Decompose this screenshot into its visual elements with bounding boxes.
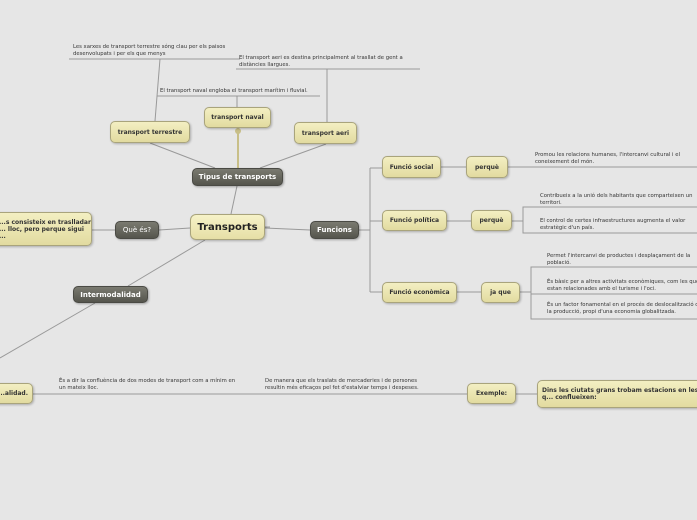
topic-funcio-social[interactable]: Funció social <box>382 156 441 178</box>
note-politica-1: Contribueix a la unió dels habitants que… <box>540 193 693 206</box>
note-naval: El transport naval engloba el transport … <box>160 88 308 94</box>
topic-transport-aeri[interactable]: transport aeri <box>294 122 357 144</box>
note-economica-1: Permet l'intercanvi de productes i despl… <box>547 253 691 266</box>
central-topic[interactable]: Transports <box>190 214 265 240</box>
note-politica-2: El control de certes infraestructures au… <box>540 218 686 231</box>
note-que-es[interactable]: ...s consisteix en traslladar ... lloc, … <box>0 212 92 246</box>
topic-funcio-politica[interactable]: Funció política <box>382 210 447 231</box>
note-intermodalitat-2: De manera que els traslats de mercaderie… <box>265 378 419 391</box>
topic-intermodalitat[interactable]: Intermodalidad <box>73 286 148 303</box>
note-social: Promou les relacions humanes, l'intercan… <box>535 152 680 165</box>
topic-funcio-economica[interactable]: Funció econòmica <box>382 282 457 303</box>
note-aeri: El transport aeri es destina principalme… <box>239 55 403 68</box>
note-economica-3: És un factor fonamental en el procés de … <box>547 302 697 315</box>
note-terrestre: Les xarxes de transport terrestre sóng c… <box>73 44 226 57</box>
topic-que-es[interactable]: Què és? <box>115 221 159 239</box>
link-perque-social[interactable]: perquè <box>466 156 508 178</box>
topic-intermodalitat-sub[interactable]: ...alidad. <box>0 383 33 404</box>
topic-funcions[interactable]: Funcions <box>310 221 359 239</box>
topic-tipus-de-transports[interactable]: Tipus de transports <box>192 168 283 186</box>
link-ja-que[interactable]: ja que <box>481 282 520 303</box>
link-perque-politica[interactable]: perquè <box>471 210 512 231</box>
topic-transport-terrestre[interactable]: transport terrestre <box>110 121 190 143</box>
topic-exemple[interactable]: Exemple: <box>467 383 516 404</box>
note-intermodalitat-1: És a dir la confluència de dos modes de … <box>59 378 236 391</box>
note-economica-2: És bàsic per a altres activitats econòmi… <box>547 279 697 292</box>
note-exemple[interactable]: Dins les ciutats grans trobam estacions … <box>537 380 697 408</box>
topic-transport-naval[interactable]: transport naval <box>204 107 271 128</box>
connector-dot <box>235 128 241 134</box>
